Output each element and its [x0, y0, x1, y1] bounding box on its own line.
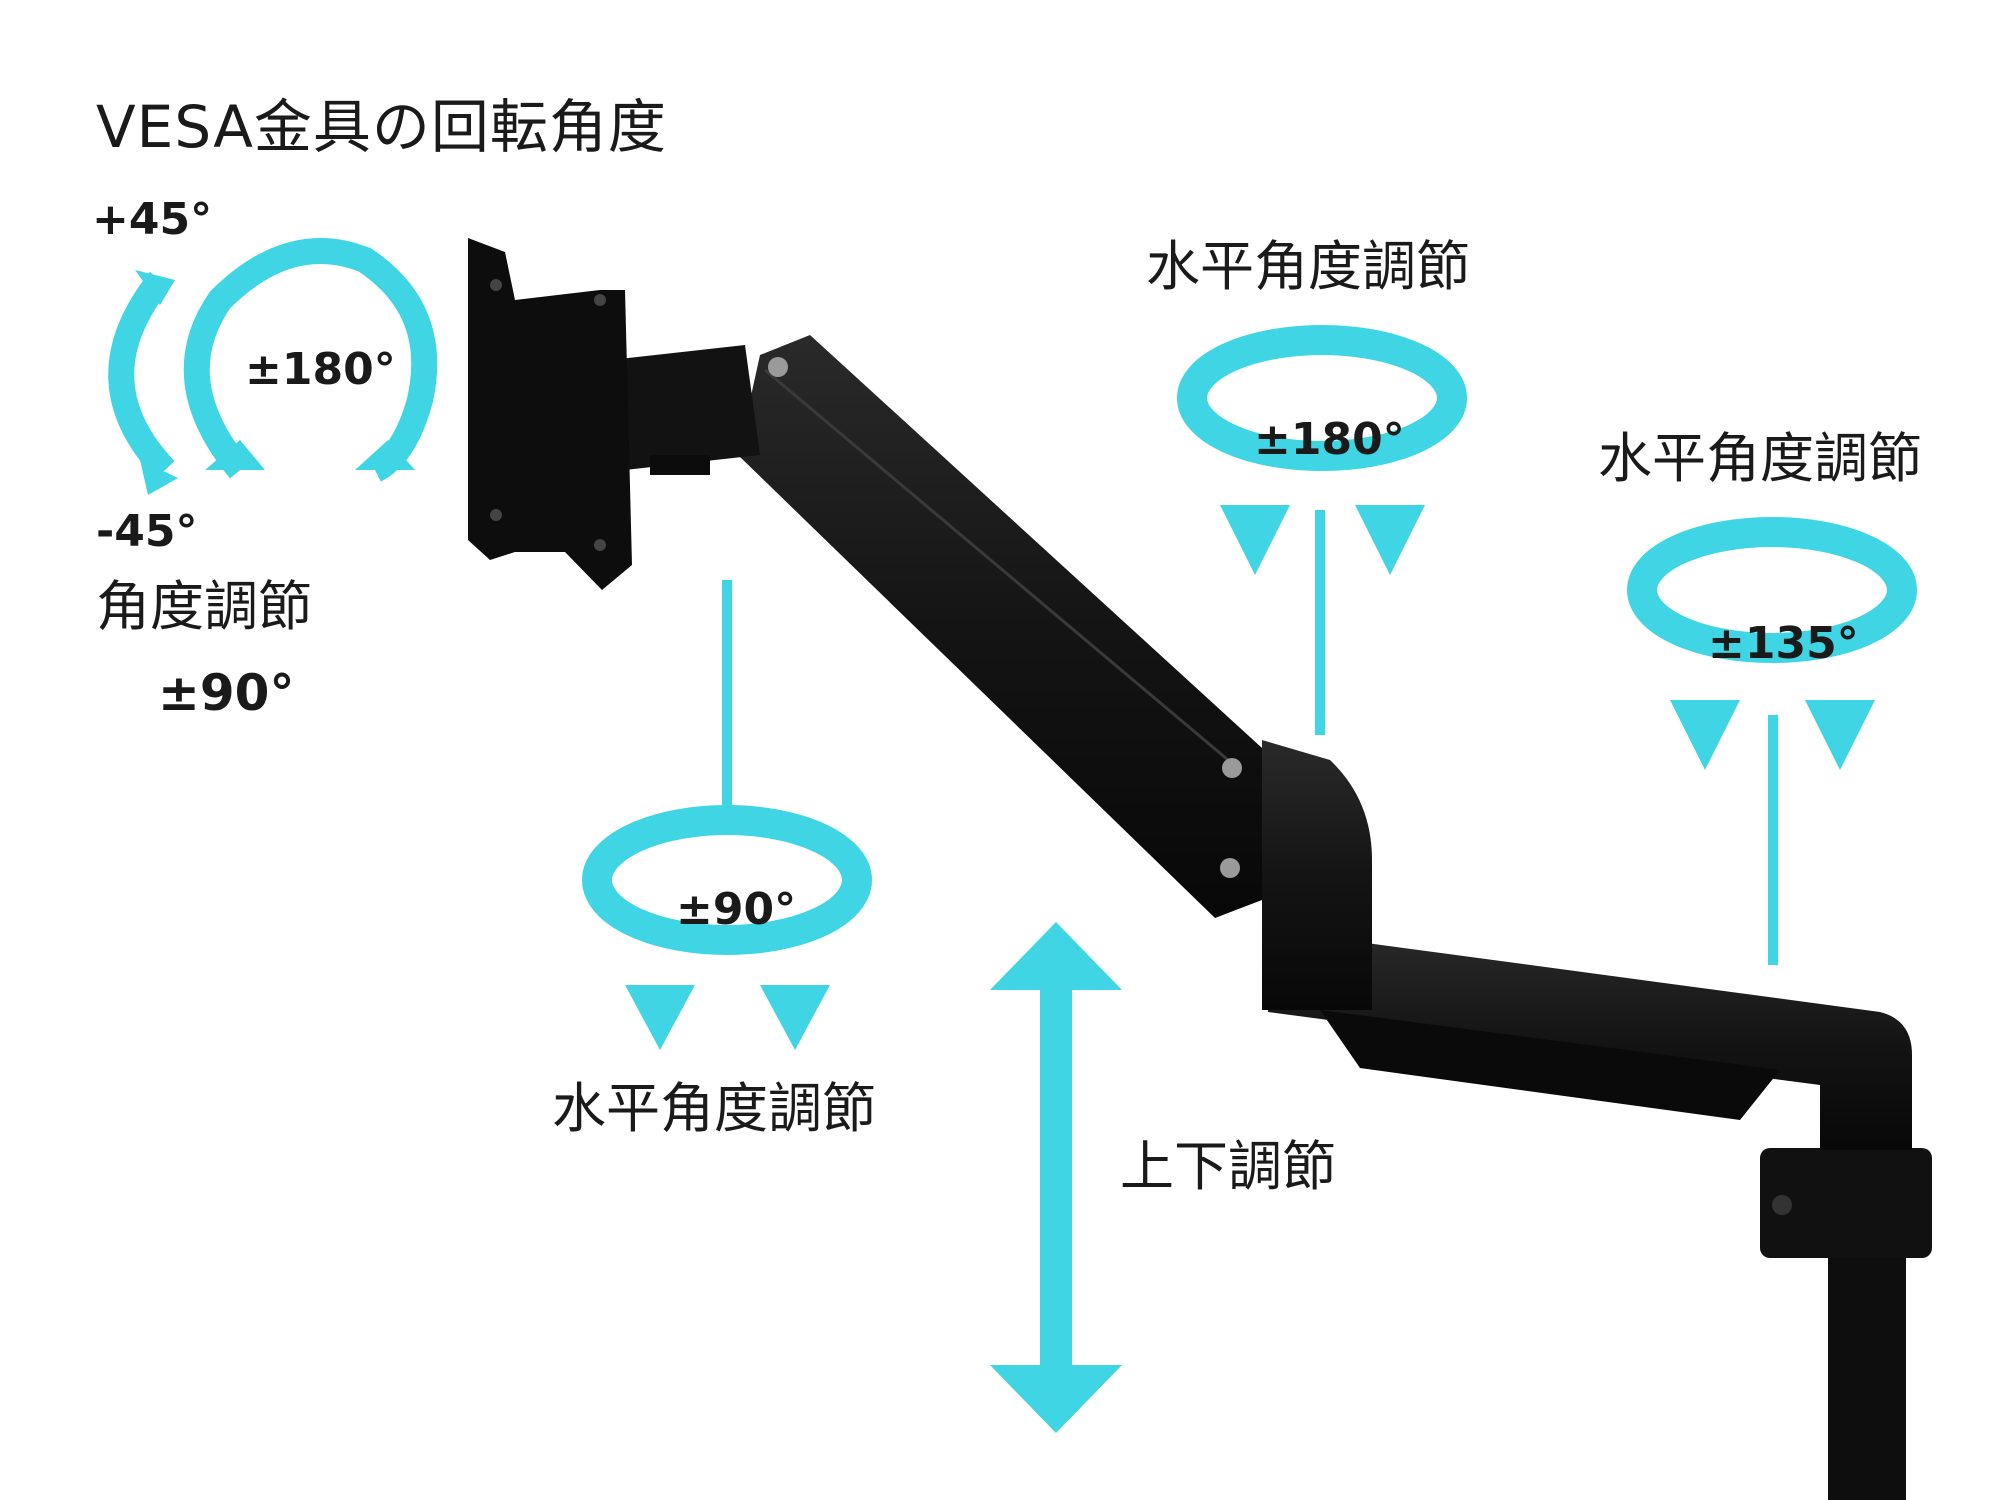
- vesa-rotation-arrowhead-right: [355, 440, 415, 470]
- pivot-bolt-low: [1220, 858, 1240, 878]
- elbow-joint: [1262, 740, 1372, 1010]
- head-rotation-ellipse: [582, 805, 872, 955]
- base-rotation-ellipse: [1627, 517, 1917, 663]
- height-arrowhead-up: [990, 922, 1122, 990]
- upper-arm: [738, 335, 1262, 918]
- base-arrowhead-left: [1670, 700, 1740, 770]
- tilt-minus-value: -45°: [96, 506, 198, 557]
- angle-adjust-value: ±90°: [158, 664, 295, 722]
- rotation-indicators: [108, 238, 1917, 1433]
- base-arrowhead-right: [1805, 700, 1875, 770]
- height-adjust-label: 上下調節: [1120, 1135, 1336, 1198]
- vesa-hole: [490, 279, 502, 291]
- pivot-bolt-top: [768, 357, 788, 377]
- elbow-arrowhead-right: [1355, 505, 1425, 575]
- elbow-rotation-ellipse: [1177, 325, 1467, 471]
- vesa-rotation-arrowhead-left: [205, 440, 265, 470]
- tilt-arrowhead-up: [135, 270, 175, 305]
- vesa-plate: [468, 238, 632, 590]
- height-arrow-shaft: [1040, 975, 1072, 1375]
- angle-adjust-label: 角度調節: [96, 575, 312, 638]
- elbow-joint-label: 水平角度調節: [1146, 235, 1470, 298]
- elbow-joint-value: ±180°: [1254, 414, 1405, 465]
- vesa-rotation-arc: [183, 238, 438, 482]
- upper-arm-edge: [764, 368, 1241, 772]
- base-joint-label: 水平角度調節: [1598, 427, 1922, 490]
- head-arrowhead-left: [625, 985, 695, 1050]
- lower-arm: [1268, 930, 1912, 1150]
- base-joint-value: ±135°: [1708, 618, 1859, 669]
- vesa-hole: [594, 539, 606, 551]
- tilt-arc: [108, 271, 175, 479]
- head-arrowhead-right: [760, 985, 830, 1050]
- head-joint-label: 水平角度調節: [552, 1077, 876, 1140]
- height-arrowhead-down: [990, 1365, 1122, 1433]
- collar-screw: [1772, 1195, 1792, 1215]
- monitor-arm: [468, 238, 1932, 1500]
- lower-arm-underside: [1320, 1010, 1780, 1120]
- vesa-hole: [594, 294, 606, 306]
- vesa-rotation-value: ±180°: [245, 344, 396, 395]
- head-joint: [610, 345, 760, 470]
- vesa-hole: [490, 509, 502, 521]
- tilt-plus-value: +45°: [92, 194, 213, 245]
- elbow-arrowhead-left: [1220, 505, 1290, 575]
- tilt-arrowhead-down: [140, 460, 178, 495]
- head-joint-value: ±90°: [676, 884, 797, 935]
- head-joint-base: [650, 455, 710, 475]
- pole-collar: [1760, 1148, 1932, 1258]
- vesa-title: VESA金具の回転角度: [96, 93, 667, 161]
- pivot-bolt-mid: [1222, 758, 1242, 778]
